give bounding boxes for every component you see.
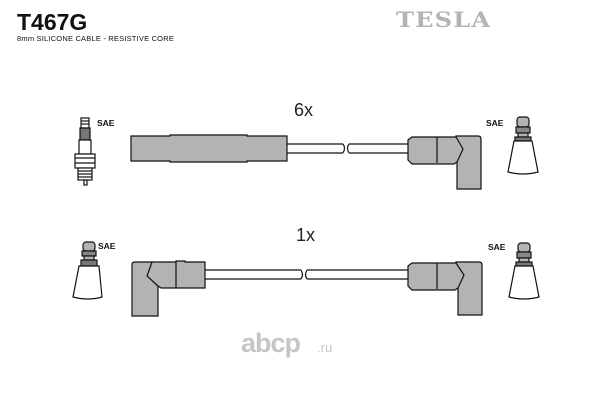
watermark-logo: abcp: [241, 328, 301, 358]
cable-2-quantity: 1x: [296, 225, 316, 245]
spark-plug-icon: [74, 117, 96, 186]
terminal-connector-icon: [508, 242, 540, 300]
angled-boot: [407, 135, 482, 190]
cable-1-left-label: SAE: [97, 118, 115, 128]
terminal-connector-icon: [72, 241, 103, 300]
cable-2-left-label: SAE: [98, 241, 116, 251]
cable-1-quantity: 6x: [294, 100, 314, 120]
angled-boot: [131, 260, 206, 317]
angled-boot: [407, 261, 483, 316]
cable-1-right-label: SAE: [486, 118, 504, 128]
straight-boot: [130, 134, 288, 163]
cable-2-right-label: SAE: [488, 242, 506, 252]
brand-logo: TESLA: [396, 7, 492, 32]
cable-description: 8mm SILICONE CABLE - RESISTIVE CORE: [17, 34, 175, 43]
cable-wire: [205, 269, 408, 280]
watermark-domain: .ru: [317, 340, 333, 355]
terminal-connector-icon: [507, 116, 539, 175]
part-number: T467G: [17, 9, 88, 35]
cable-wire: [287, 143, 408, 154]
